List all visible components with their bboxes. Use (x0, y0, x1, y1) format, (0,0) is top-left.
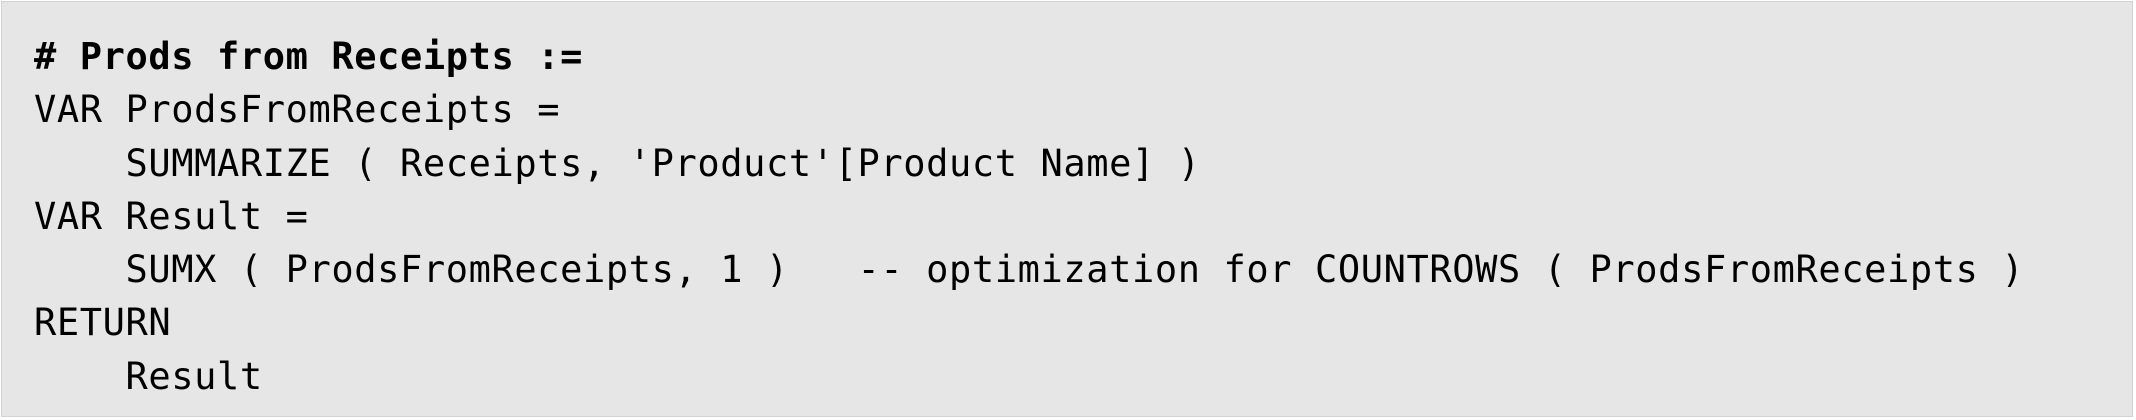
code-line-var-prods: VAR ProdsFromReceipts = (34, 88, 561, 132)
code-lines: # Prods from Receipts := VAR ProdsFromRe… (34, 30, 2024, 403)
code-line-measure-name: # Prods from Receipts := (34, 35, 584, 78)
code-line-result: Result (34, 354, 263, 398)
code-line-return: RETURN (34, 301, 172, 345)
code-line-summarize: SUMMARIZE ( Receipts, 'Product'[Product … (34, 141, 1201, 185)
code-line-var-result: VAR Result = (34, 194, 309, 238)
code-line-sumx: SUMX ( ProdsFromReceipts, 1 ) -- optimiz… (34, 248, 2025, 292)
